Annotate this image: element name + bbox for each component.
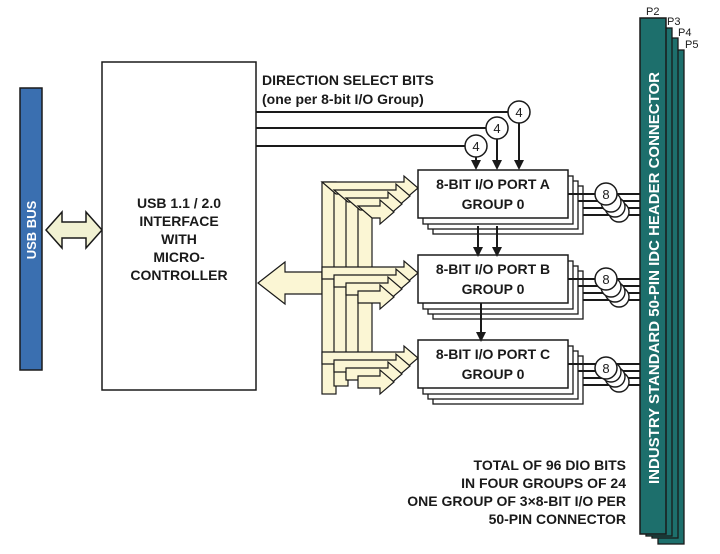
usb-link-arrow [44,210,104,250]
summary-line-1: TOTAL OF 96 DIO BITS [474,457,626,473]
port-b: 8-BIT I/O PORT B GROUP 0 [417,254,584,320]
direction-bubbles: 4 4 4 [464,100,531,158]
port-c-title: 8-BIT I/O PORT C [436,346,550,362]
direction-bubble-3: 4 [472,139,479,154]
port-b-group: GROUP 0 [462,281,525,297]
usb-bus: USB BUS [19,87,43,371]
port-a: 8-BIT I/O PORT A GROUP 0 [417,169,584,235]
port-a-title: 8-BIT I/O PORT A [436,176,550,192]
bit-bubbles-a: 8 [594,182,630,223]
interface-box: USB 1.1 / 2.0 INTERFACE WITH MICRO- CONT… [101,61,257,391]
pin-label-p4: P4 [678,27,691,39]
summary-line-4: 50-PIN CONNECTOR [489,511,626,527]
port-c-group: GROUP 0 [462,366,525,382]
idc-connectors: INDUSTRY STANDARD 50-PIN IDC HEADER CONN… [639,6,698,545]
summary-line-3: ONE GROUP OF 3×8-BIT I/O PER [407,493,626,509]
direction-title: DIRECTION SELECT BITS [262,72,434,88]
pin-label-p5: P5 [685,39,698,51]
port-b-bit-bubble: 8 [602,272,609,287]
pin-label-p3: P3 [667,16,680,28]
direction-bubble-1: 4 [515,105,522,120]
port-c: 8-BIT I/O PORT C GROUP 0 [417,339,584,405]
direction-bubble-2: 4 [493,121,500,136]
usb-bus-label: USB BUS [24,200,39,259]
port-a-group: GROUP 0 [462,196,525,212]
direction-subtitle: (one per 8-bit I/O Group) [262,91,424,107]
interface-line-2: INTERFACE [139,213,218,229]
interface-line-3: WITH [161,231,197,247]
interface-line-1: USB 1.1 / 2.0 [137,195,221,211]
data-bus [257,174,419,396]
bit-bubbles-c: 8 [594,356,630,393]
summary-line-2: IN FOUR GROUPS OF 24 [461,475,626,491]
interface-line-4: MICRO- [153,249,205,265]
port-a-bit-bubble: 8 [602,187,609,202]
connector-label: INDUSTRY STANDARD 50-PIN IDC HEADER CONN… [646,72,663,484]
pin-label-p2: P2 [646,6,659,18]
port-c-bit-bubble: 8 [602,361,609,376]
summary-text: TOTAL OF 96 DIO BITS IN FOUR GROUPS OF 2… [407,457,626,527]
port-control-arrows [473,226,502,342]
interface-line-5: CONTROLLER [130,267,227,283]
bit-bubbles-b: 8 [594,267,630,308]
port-b-title: 8-BIT I/O PORT B [436,261,550,277]
